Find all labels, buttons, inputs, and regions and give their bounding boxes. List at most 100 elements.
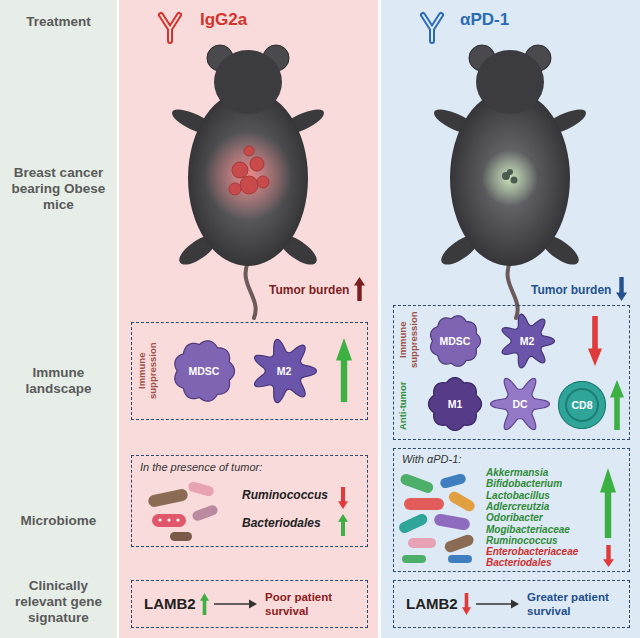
bacteria-illustration xyxy=(447,490,477,514)
immune-cell: CD8 xyxy=(557,380,607,430)
taxon-name: Bifidobacterium xyxy=(486,478,562,490)
trend-arrow xyxy=(338,487,348,509)
mouse-illustration xyxy=(250,157,264,171)
taxon-name: Bacteriodales xyxy=(486,557,552,569)
outcome-label: Tumor burden xyxy=(269,283,349,297)
result-arrow xyxy=(214,603,252,605)
antibody-icon xyxy=(423,15,441,41)
panel-grounds xyxy=(0,0,117,638)
result-arrow xyxy=(249,600,257,609)
mouse-illustration xyxy=(511,177,518,184)
taxon-name: Mogibacteriaceae xyxy=(486,524,570,536)
bacteria-illustration xyxy=(147,488,189,508)
bacteria-illustration xyxy=(439,473,467,489)
mouse-illustration xyxy=(232,162,248,178)
immune-box: Immune suppressionAnti-tumor MDSC M2M1 DC CD… xyxy=(393,305,630,440)
bacteria-illustration xyxy=(443,533,475,554)
mouse-illustration xyxy=(508,262,518,318)
group-label: Immune suppression xyxy=(397,310,420,370)
gene-name: LAMB2 xyxy=(144,595,196,613)
trend-arrow xyxy=(462,593,471,615)
treatment-panel: IgG2aTumor burdenImmune suppressionMDSCM… xyxy=(119,0,378,638)
bacteria-illustration xyxy=(191,504,219,522)
row-header: Breast cancer bearing Obese mice xyxy=(4,165,113,214)
mouse-illustration xyxy=(431,45,589,318)
bacteria-illustration xyxy=(167,518,170,521)
taxon-name: Akkermansia xyxy=(486,467,548,479)
gene-signature-box: LAMB2 Poor patient survival xyxy=(131,580,368,628)
taxon-name: Ruminococcus xyxy=(486,535,558,547)
bacteria-illustration xyxy=(397,472,476,563)
box-heading: With αPD-1: xyxy=(402,453,461,466)
bacteria-illustration xyxy=(397,512,429,535)
cell-label: MDSC xyxy=(172,365,236,378)
trend-arrow xyxy=(336,338,352,402)
bacteria-illustration xyxy=(158,518,161,521)
cell-label: M2 xyxy=(250,365,318,378)
cell-label: M1 xyxy=(427,398,483,411)
mouse-illustration xyxy=(482,150,538,206)
trend-arrow xyxy=(588,316,602,366)
trend-arrow xyxy=(200,277,627,615)
panel-grounds xyxy=(381,0,640,638)
bacteria-illustration xyxy=(433,513,471,531)
mouse-illustration xyxy=(476,50,544,114)
panel-grounds xyxy=(119,0,378,638)
result-arrow xyxy=(476,603,514,605)
mouse-illustration xyxy=(240,176,258,194)
bacteria-illustration xyxy=(399,472,435,494)
immune-cell: M2 xyxy=(250,337,318,405)
mouse-illustration xyxy=(204,132,292,220)
taxon-name: Adlercreutzia xyxy=(486,501,549,513)
immune-cell: M2 xyxy=(498,312,556,370)
survival-outcome: Poor patient survival xyxy=(265,591,361,619)
trend-arrow xyxy=(354,277,365,301)
result-arrow xyxy=(511,600,519,609)
result-arrow xyxy=(214,600,519,609)
gene-signature-box: LAMB2Greater patient survival xyxy=(393,580,630,628)
group-label: Anti-tumor xyxy=(397,376,408,436)
survival-outcome: Greater patient survival xyxy=(527,591,623,619)
cell-label: CD8 xyxy=(557,399,607,412)
mouse-illustration xyxy=(244,146,254,156)
box-heading: In the presence of tumor: xyxy=(140,461,262,474)
taxon-name: Ruminococcus xyxy=(242,488,328,502)
bacteria-illustration xyxy=(408,538,436,548)
trend-arrow xyxy=(200,593,209,615)
mouse-illustration xyxy=(169,45,327,318)
taxon-name: Lactobacillus xyxy=(486,490,550,502)
cell-label: M2 xyxy=(498,335,556,348)
microbiome-box: With αPD-1: AkkermansiaBifidobacteriumLac… xyxy=(393,448,630,572)
mouse-illustration xyxy=(507,169,513,175)
taxon-name: Enterobacteriaceae xyxy=(486,546,578,558)
bacteria-illustration xyxy=(170,532,192,541)
antibody-icon xyxy=(161,15,179,41)
treatment-panel: αPD-1Tumor burdenImmune suppressionAnti-… xyxy=(381,0,640,638)
bacteria-illustration xyxy=(448,555,472,563)
treatment-label: αPD-1 xyxy=(460,10,509,30)
immune-cell: DC xyxy=(489,373,551,435)
trend-arrow xyxy=(610,380,624,430)
trend-arrow xyxy=(600,468,616,538)
row-header: Treatment xyxy=(4,14,113,30)
immune-cell: MDSC xyxy=(172,339,236,403)
treatment-label: IgG2a xyxy=(200,10,247,30)
trend-arrow xyxy=(616,277,627,301)
mouse-illustration xyxy=(246,262,256,318)
mouse-illustration xyxy=(188,90,308,266)
row-header: Microbiome xyxy=(4,513,113,529)
bacteria-illustration xyxy=(187,481,215,497)
immune-cell: MDSC xyxy=(428,314,482,368)
cell-label: MDSC xyxy=(428,335,482,348)
microbiome-box: In the presence of tumor:RuminococcusBac… xyxy=(131,455,368,547)
outcome-label: Tumor burden xyxy=(531,283,611,297)
antibody-icon xyxy=(423,15,441,41)
immune-cell: M1 xyxy=(427,376,483,432)
bacteria-illustration xyxy=(147,481,219,541)
mouse-illustration xyxy=(450,90,570,266)
mouse-illustration xyxy=(229,183,241,195)
taxon-name: Odoribacter xyxy=(486,512,543,524)
cell-label: DC xyxy=(489,398,551,411)
